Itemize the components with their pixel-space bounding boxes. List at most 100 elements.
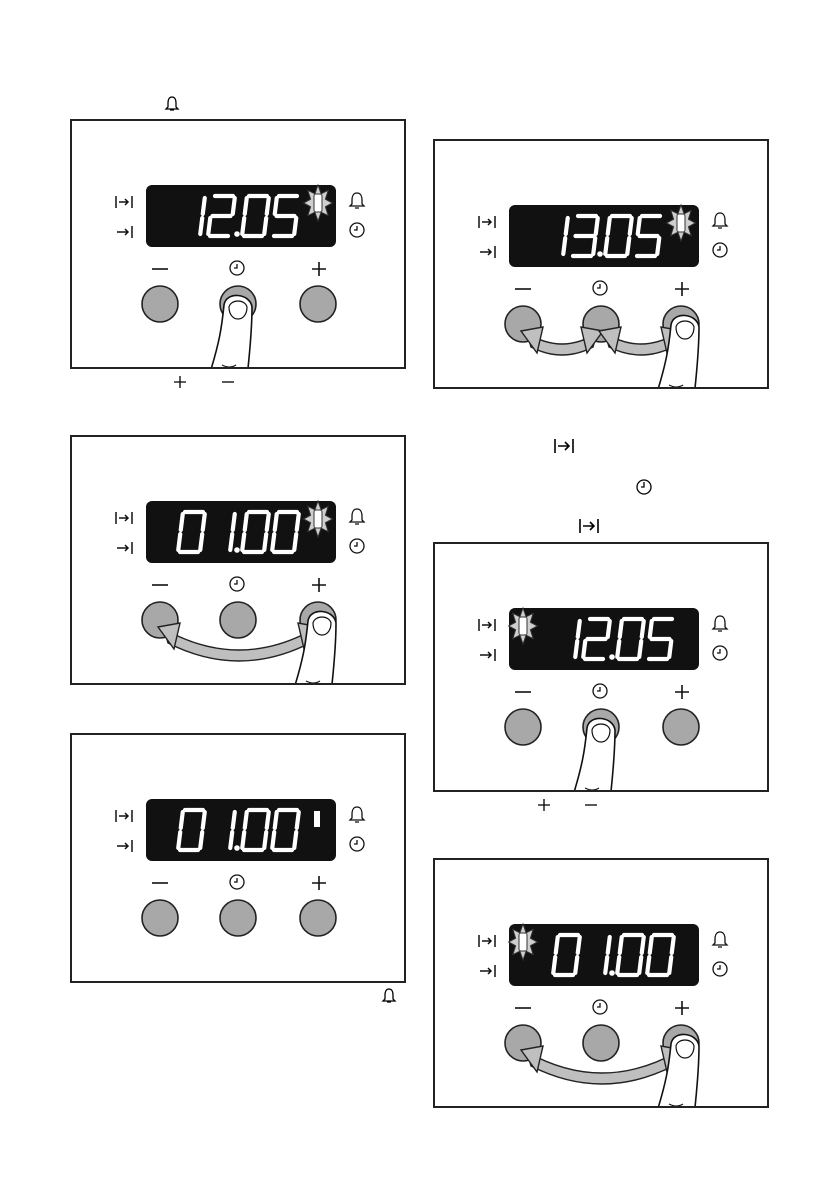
minus-button[interactable] (142, 900, 178, 936)
indicator-bar (314, 811, 320, 827)
oven-panel-2 (70, 435, 406, 685)
display-segment (294, 534, 296, 550)
display-segment (181, 514, 183, 530)
display-segment (672, 937, 674, 953)
display-segment (650, 937, 652, 953)
display-segment (242, 534, 244, 550)
display-segment (617, 641, 619, 657)
display-segment (233, 198, 235, 214)
bell-icon (713, 213, 727, 228)
duration-icon (116, 810, 132, 822)
duration-icon (479, 216, 495, 228)
display-segment (181, 812, 183, 828)
display-segment (578, 621, 580, 637)
bell-icon (350, 807, 364, 822)
oven-panel-4 (433, 139, 769, 389)
display-segment (596, 218, 598, 234)
blink-indicator-bar (519, 933, 527, 951)
display-segment (593, 238, 595, 254)
clock-hands (234, 878, 237, 882)
bell-icon (713, 616, 727, 631)
plus-icon (312, 578, 326, 592)
decimal-point (597, 251, 603, 257)
minus-button[interactable] (142, 286, 178, 322)
oven-panel-6 (433, 858, 769, 1108)
minus-icon (583, 797, 599, 816)
display-segment (203, 812, 205, 828)
clock-button[interactable] (583, 1025, 619, 1061)
clock-hands (717, 246, 720, 250)
plus-icon (172, 374, 188, 393)
bell-icon (381, 987, 397, 1008)
display-segment (294, 832, 296, 848)
oven-panel-5 (433, 542, 769, 792)
plus-button[interactable] (300, 900, 336, 936)
display-segment (208, 218, 210, 234)
duration-icon (116, 196, 132, 208)
display-segment (583, 641, 585, 657)
display-segment (245, 812, 247, 828)
display-segment (233, 812, 235, 828)
display-segment (264, 218, 266, 234)
display-segment (272, 534, 274, 550)
blink-indicator-bar (677, 214, 685, 232)
oven-panel-3 (70, 733, 406, 983)
display-segment (608, 937, 610, 953)
display-segment (657, 238, 659, 254)
display-segment (200, 218, 202, 234)
display-segment (275, 514, 277, 530)
display-segment (642, 621, 644, 637)
end-time-icon (480, 246, 495, 258)
clock-hands (354, 542, 357, 546)
bell-icon (713, 932, 727, 947)
display-segment (200, 832, 202, 848)
blink-indicator-bar (519, 617, 527, 635)
minus-button[interactable] (505, 709, 541, 745)
display-segment (642, 937, 644, 953)
display-segment (178, 832, 180, 848)
clock-hands (234, 264, 237, 268)
plus-icon (312, 876, 326, 890)
display-segment (669, 641, 671, 657)
display-segment (267, 514, 269, 530)
display-segment (647, 957, 649, 973)
display-segment (297, 812, 299, 828)
decimal-point (234, 845, 240, 851)
clock-hands (234, 580, 237, 584)
duration-icon (479, 935, 495, 947)
clock-hands (354, 226, 357, 230)
display-segment (178, 534, 180, 550)
display-segment (575, 957, 577, 973)
minus-icon (220, 374, 236, 393)
plus-icon (536, 797, 552, 816)
end-time-icon (117, 226, 132, 238)
display-segment (294, 218, 296, 234)
display-segment (627, 238, 629, 254)
display-segment (556, 937, 558, 953)
plus-button[interactable] (300, 286, 336, 322)
plus-button[interactable] (663, 709, 699, 745)
display-segment (203, 514, 205, 530)
display-segment (605, 957, 607, 973)
display-segment (272, 832, 274, 848)
display-segment (620, 937, 622, 953)
display-segment (245, 514, 247, 530)
display-segment (608, 621, 610, 637)
display-segment (639, 957, 641, 973)
display-segment (275, 198, 277, 214)
display-segment (639, 641, 641, 657)
display-segment (264, 832, 266, 848)
lcd-display (146, 799, 336, 861)
end-time-icon (117, 840, 132, 852)
display-segment (230, 832, 232, 848)
clock-button[interactable] (220, 900, 256, 936)
display-segment (566, 218, 568, 234)
clock-icon (635, 478, 653, 499)
decimal-point (234, 547, 240, 553)
plus-icon (312, 262, 326, 276)
duration-icon (553, 437, 575, 458)
end-time-icon (117, 542, 132, 554)
bell-icon (350, 509, 364, 524)
clock-button[interactable] (220, 602, 256, 638)
display-segment (638, 218, 640, 234)
